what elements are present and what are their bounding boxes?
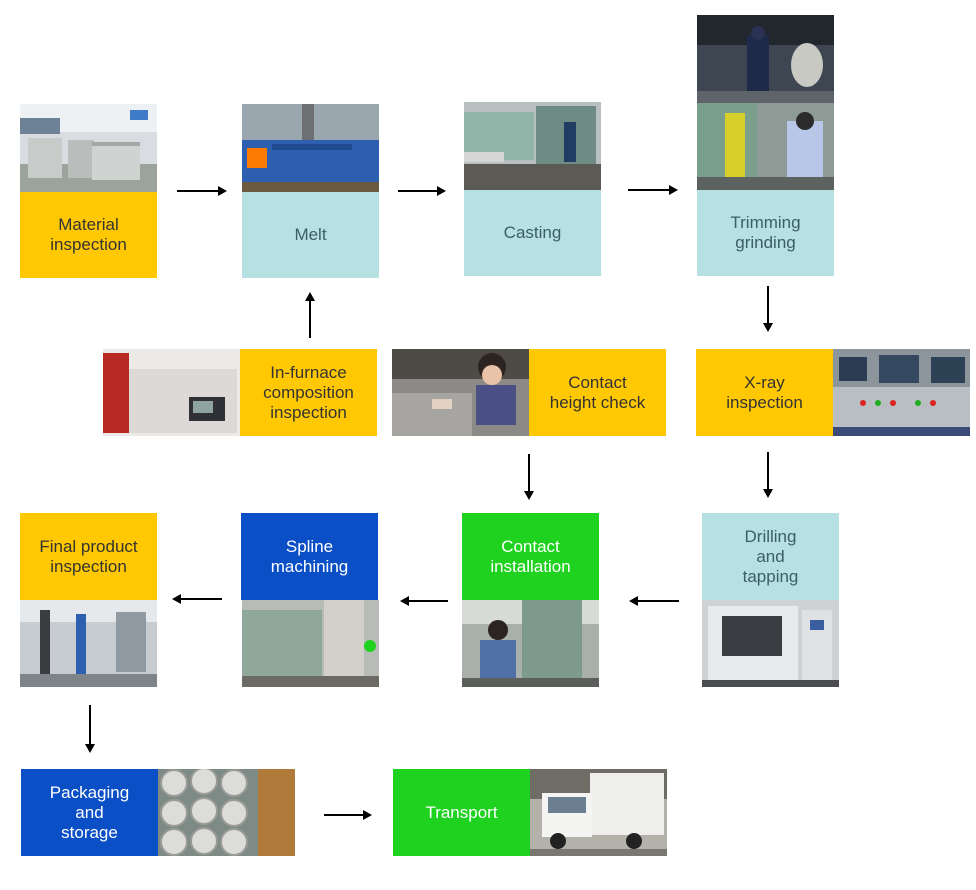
arrow-down-packaging: [84, 705, 96, 753]
grinding-worker-photo: [697, 15, 834, 103]
installation-worker-photo: [462, 600, 599, 687]
spline-machine-photo: [242, 600, 379, 687]
worker-checking-photo: [392, 349, 529, 436]
arrow-left-1: [629, 595, 679, 607]
step-transport: Transport: [393, 769, 530, 856]
cnc-machine-photo: [702, 600, 839, 687]
step-casting: Casting: [464, 190, 601, 276]
arrow-down-drilling: [762, 452, 774, 498]
wheel-stack-photo: [158, 769, 295, 856]
trimming-press-photo: [697, 103, 834, 190]
step-trimming-grinding: Trimming grinding: [697, 190, 834, 276]
arrow-left-2: [400, 595, 448, 607]
step-spline-machining: Spline machining: [241, 513, 378, 600]
warehouse-photo: [20, 104, 157, 192]
arrow-down-contact: [523, 454, 535, 500]
step-contact-installation: Contact installation: [462, 513, 599, 600]
step-final-product-inspection: Final product inspection: [20, 513, 157, 600]
arrow-right-3: [628, 184, 678, 196]
spectrometer-photo: [103, 349, 240, 436]
arrow-right-1: [177, 185, 227, 197]
arrow-left-3: [172, 593, 222, 605]
casting-machine-photo: [464, 102, 601, 190]
arrow-right-transport: [324, 809, 372, 821]
step-packaging-storage: Packaging and storage: [21, 769, 158, 856]
step-xray-inspection: X-ray inspection: [696, 349, 833, 436]
arrow-down-xray: [762, 286, 774, 332]
arrow-right-2: [398, 185, 446, 197]
arrow-up-melt: [304, 292, 316, 338]
step-drilling-tapping: Drilling and tapping: [702, 513, 839, 600]
step-material-inspection: Material inspection: [20, 192, 157, 278]
step-contact-height-check: Contact height check: [529, 349, 666, 436]
testing-machine-photo: [20, 600, 157, 687]
xray-console-photo: [833, 349, 970, 436]
furnace-photo: [242, 104, 379, 192]
step-melt: Melt: [242, 192, 379, 278]
step-in-furnace-composition-inspection: In-furnace composition inspection: [240, 349, 377, 436]
truck-photo: [530, 769, 667, 856]
